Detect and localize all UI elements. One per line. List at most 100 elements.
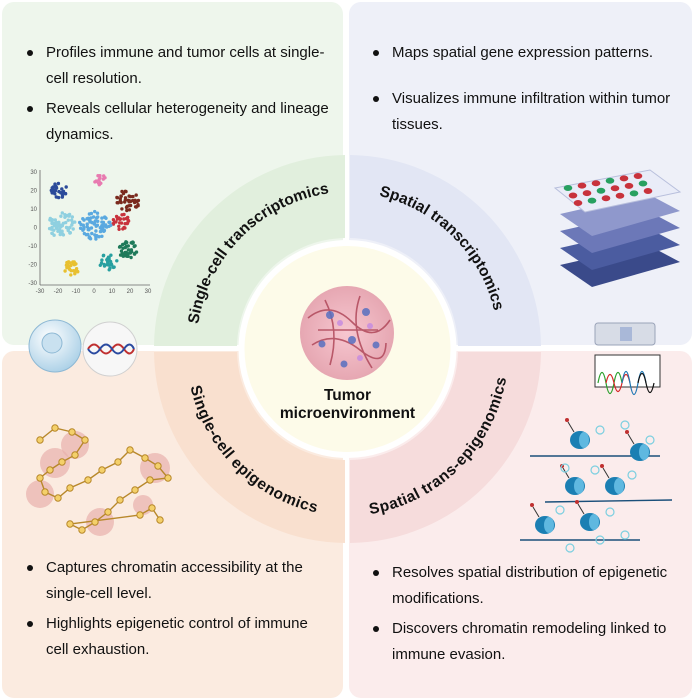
- tsne-point: [102, 264, 107, 268]
- tsne-xtick: 0: [92, 289, 96, 295]
- tsne-point: [111, 218, 116, 222]
- chromatin-node: [164, 474, 172, 482]
- tsne-point: [56, 195, 61, 200]
- tsne-point: [100, 224, 104, 228]
- bullet-item: Visualizes immune infiltration within tu…: [368, 86, 688, 138]
- tsne-point: [73, 269, 77, 273]
- tsne-point: [96, 219, 100, 223]
- chip-spot: [624, 182, 634, 189]
- tsne-point: [120, 207, 124, 211]
- histone-tail: [562, 467, 570, 479]
- tsne-point: [127, 208, 132, 212]
- tsne-point: [93, 233, 97, 237]
- tsne-point: [86, 232, 90, 237]
- tsne-point: [91, 215, 96, 219]
- tsne-point: [127, 248, 131, 252]
- tsne-point: [107, 258, 111, 262]
- tsne-point: [118, 197, 123, 201]
- methyl-group: [605, 507, 615, 517]
- tsne-point: [87, 228, 91, 232]
- chromatin-node: [91, 518, 99, 526]
- center-title-line1: Tumor: [324, 387, 371, 404]
- tsne-point: [125, 208, 129, 213]
- tsne-point: [124, 189, 128, 194]
- methyl-group: [620, 530, 630, 540]
- tsne-point: [115, 195, 119, 200]
- bullet-item: Maps spatial gene expression patterns.: [368, 40, 688, 66]
- tsne-point: [70, 215, 75, 219]
- tsne-point: [89, 216, 93, 220]
- tsne-point: [67, 214, 71, 218]
- tsne-point: [123, 200, 127, 204]
- accessible-region: [26, 480, 54, 508]
- tsne-xtick: 30: [145, 289, 152, 295]
- tsne-point: [119, 200, 123, 205]
- tsne-point: [59, 191, 63, 195]
- chip-spot: [577, 182, 587, 189]
- chip-spot: [633, 173, 643, 179]
- methyl-group: [645, 435, 655, 445]
- tsne-point: [99, 181, 103, 185]
- tsne-point: [74, 267, 79, 271]
- tsne-point: [87, 236, 91, 240]
- tsne-point: [98, 263, 103, 267]
- tsne-point: [95, 223, 100, 227]
- chromatin-strand: [39, 427, 170, 531]
- chip-spot: [619, 175, 629, 182]
- chromatin-node: [51, 424, 59, 432]
- tsne-point: [70, 223, 74, 227]
- tsne-point: [118, 217, 123, 221]
- tsne-point: [121, 242, 125, 247]
- tsne-point: [60, 194, 65, 198]
- chip-spot: [582, 190, 592, 197]
- bullet-item: Discovers chromatin remodeling linked to…: [368, 616, 688, 668]
- tsne-point: [118, 253, 123, 257]
- sequencing-chip-icon: [594, 322, 656, 346]
- histone-mark: [625, 430, 629, 434]
- tsne-point: [71, 227, 75, 231]
- tsne-point: [118, 244, 123, 249]
- tsne-point: [85, 222, 89, 226]
- tsne-point: [60, 223, 65, 228]
- tsne-point: [86, 216, 91, 220]
- bullet-item: Captures chromatin accessibility at the …: [22, 555, 332, 607]
- chip-spot: [596, 187, 606, 194]
- tsne-point: [96, 215, 100, 219]
- chromatin-node: [141, 454, 149, 462]
- methyl-group: [590, 465, 600, 475]
- tsne-point: [117, 224, 121, 228]
- tsne-point: [60, 187, 64, 191]
- tsne-ytick: 20: [30, 189, 37, 195]
- tsne-point: [66, 261, 70, 265]
- tsne-xtick: -20: [54, 289, 63, 295]
- tsne-point: [96, 174, 100, 178]
- dna-strand: [544, 499, 673, 503]
- chip-spot: [601, 195, 611, 202]
- chip-spot: [643, 188, 653, 194]
- chromatin-node: [84, 476, 92, 484]
- tsne-point: [76, 270, 80, 274]
- tsne-ytick: 10: [30, 207, 37, 213]
- tsne-point: [73, 272, 77, 276]
- chromatin-node: [71, 451, 79, 459]
- tsne-point: [94, 229, 98, 233]
- tsne-point: [111, 222, 115, 226]
- tsne-point: [101, 220, 106, 225]
- tsne-point: [97, 178, 101, 182]
- nucleosome-highlight: [544, 517, 554, 533]
- tsne-point: [132, 252, 137, 256]
- tsne-ytick: -10: [28, 244, 37, 250]
- tsne-point: [63, 269, 67, 273]
- bullets-tr: Maps spatial gene expression patterns. V…: [368, 40, 688, 142]
- bullet-item: Reveals cellular heterogeneity and linea…: [22, 96, 337, 148]
- tsne-point: [100, 234, 104, 238]
- tsne-point: [68, 261, 73, 265]
- tsne-point: [109, 253, 113, 257]
- chip-spot: [563, 185, 573, 191]
- methyl-group: [595, 425, 605, 435]
- methyl-group: [595, 535, 605, 545]
- tsne-point: [57, 220, 61, 224]
- center-title-line2: microenvironment: [280, 405, 415, 422]
